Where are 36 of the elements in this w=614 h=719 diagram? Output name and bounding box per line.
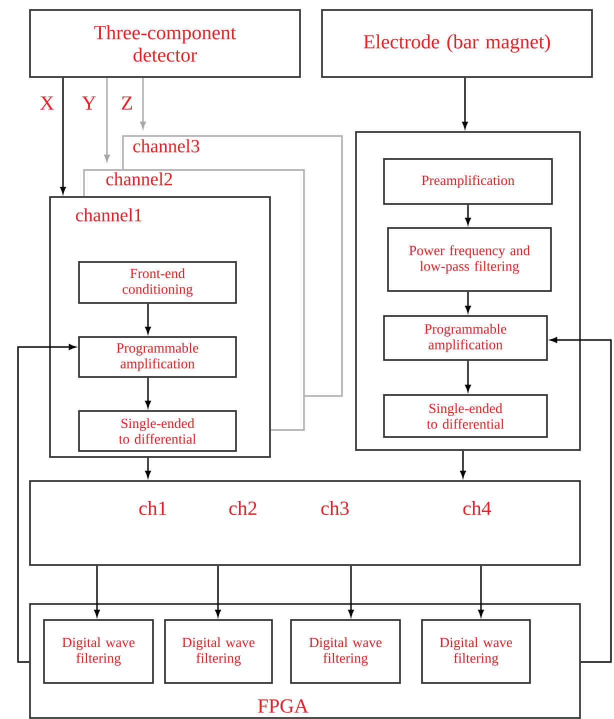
electrode-box: Electrode (bar magnet) — [321, 9, 593, 78]
channel-label: channel2 — [106, 172, 172, 186]
arrow — [145, 304, 151, 334]
arrow — [550, 337, 612, 663]
process-box: Programmable amplification — [383, 315, 548, 361]
arrow — [140, 78, 146, 129]
arrow — [348, 566, 354, 617]
process-box: Single-ended to differential — [78, 410, 237, 452]
arrow — [215, 566, 221, 617]
filter-box: Digital wave filtering — [290, 619, 401, 684]
arrow — [465, 292, 471, 313]
converter-box: ch1 ch2 ch3 ch4 — [29, 480, 581, 566]
arrow — [465, 360, 471, 392]
channel-label: channel3 — [133, 139, 200, 152]
arrow — [478, 566, 484, 617]
arrow — [462, 78, 468, 129]
edge-label: Z — [122, 96, 132, 110]
filter-box: Digital wave filtering — [43, 619, 154, 684]
process-box: Programmable amplification — [78, 336, 237, 378]
arrow — [465, 204, 471, 225]
process-box: Preamplification — [383, 158, 553, 205]
arrow — [17, 344, 76, 663]
process-box: Single-ended to differential — [383, 394, 548, 438]
detector-box: Three-component detector — [29, 9, 301, 78]
process-box: Power frequency and low-pass filtering — [387, 227, 552, 292]
arrow — [104, 78, 110, 162]
filter-box: Digital wave filtering — [421, 619, 531, 684]
edge-label: X — [40, 96, 54, 110]
filter-box: Digital wave filtering — [164, 619, 273, 684]
arrow — [460, 450, 466, 478]
process-box: Front-end conditioning — [78, 261, 237, 304]
arrow — [145, 458, 151, 478]
arrow — [60, 78, 66, 194]
arrow — [94, 566, 100, 617]
edge-label: Y — [82, 96, 96, 110]
arrow — [145, 378, 151, 408]
